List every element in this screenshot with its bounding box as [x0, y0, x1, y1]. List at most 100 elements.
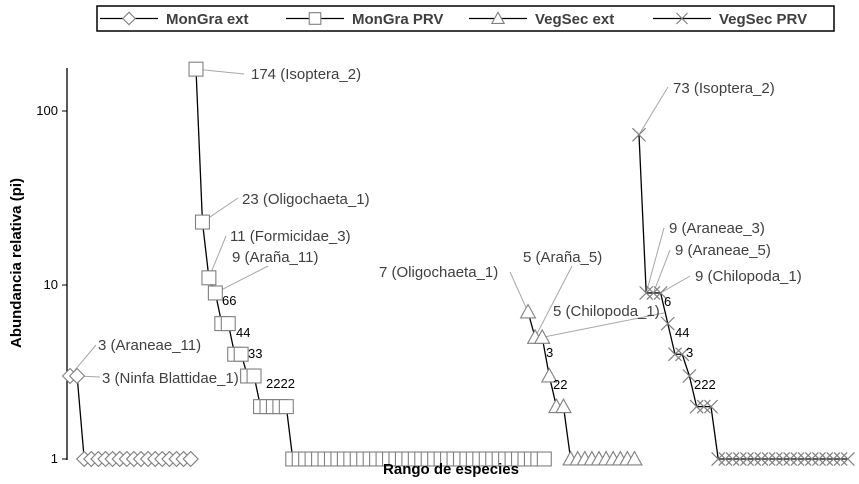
point-vegsec-ext-16 [626, 450, 643, 466]
point-vegsec-prv-16-stroke-b [739, 451, 755, 467]
point-vegsec-prv-1-stroke-b [631, 127, 647, 142]
line-vegsec-prv [638, 134, 848, 460]
y-tick-label-100: 100 [36, 103, 58, 118]
point-vegsec-prv-7-stroke-b [675, 347, 690, 362]
point-vegsec-ext-1 [519, 303, 537, 319]
point-vegsec-prv-17-stroke-b [747, 451, 762, 467]
point-vegsec-prv-29 [833, 451, 848, 467]
point-vegsec-prv-13 [718, 451, 733, 467]
point-vegsec-prv-2-stroke-b [639, 285, 654, 300]
point-mongra-ext-2 [68, 367, 86, 385]
point-vegsec-prv-2 [639, 285, 654, 300]
point-vegsec-prv-5-stroke-b [660, 316, 675, 331]
legend-box [96, 5, 835, 32]
point-vegsec-prv-15 [732, 451, 747, 467]
annotation-1: 3 (Araneae_11) [98, 337, 201, 354]
point-label-2: 44 [236, 325, 250, 340]
legend-label-mongra-ext: MonGra ext [166, 11, 249, 28]
point-mongra-prv-2 [194, 214, 210, 230]
leader-3 [195, 68, 245, 75]
point-mongra-prv-55 [536, 451, 552, 467]
annotation-3: 174 (Isoptera_2) [251, 66, 361, 83]
point-vegsec-prv-30 [840, 451, 855, 467]
leader-10 [638, 86, 669, 136]
point-vegsec-prv-3 [646, 285, 661, 300]
point-vegsec-ext-4 [540, 367, 558, 383]
legend-marker-vegsec-ext [490, 11, 506, 25]
y-axis-title: Abundancia relativa (pi) [8, 178, 25, 348]
point-vegsec-prv-8 [682, 368, 697, 384]
leader-8 [534, 265, 573, 338]
annotation-4: 23 (Oligochaeta_1) [242, 191, 370, 208]
point-vegsec-prv-23-stroke-b [790, 451, 805, 467]
leader-9 [542, 312, 665, 338]
point-vegsec-prv-17 [747, 451, 762, 467]
point-vegsec-prv-3-stroke-b [646, 285, 661, 300]
point-vegsec-prv-21 [775, 451, 791, 467]
legend-marker-vegsec-prv-stroke-b [676, 12, 688, 25]
point-label-10: 222 [694, 377, 716, 392]
point-mongra-prv-4 [207, 285, 223, 301]
point-mongra-prv-1 [188, 61, 204, 77]
point-vegsec-ext-3 [533, 328, 551, 344]
point-label-1: 66 [222, 293, 236, 308]
series-markers [61, 61, 855, 468]
point-vegsec-prv-28-stroke-b [826, 451, 841, 467]
point-vegsec-prv-19 [761, 451, 776, 467]
point-vegsec-prv-22-stroke-b [783, 451, 798, 467]
point-mongra-prv-10 [246, 368, 262, 384]
point-vegsec-prv-9-stroke-b [689, 399, 704, 414]
legend: MonGra ext MonGra PRV VegSec ext VegSec PRV [96, 5, 835, 32]
point-vegsec-prv-5 [660, 316, 675, 331]
point-vegsec-prv-26 [811, 451, 827, 467]
legend-label-vegsec-prv: VegSec PRV [719, 11, 807, 28]
point-vegsec-prv-20-stroke-b [768, 451, 783, 467]
legend-item-vegsec-prv: VegSec PRV [653, 11, 807, 28]
point-vegsec-prv-28 [826, 451, 841, 467]
y-tick-label-1: 1 [51, 451, 58, 466]
point-vegsec-prv-24-stroke-b [797, 451, 812, 467]
point-vegsec-prv-20 [768, 451, 783, 467]
point-label-9: 3 [686, 345, 693, 360]
leader-11 [645, 227, 665, 294]
legend-item-mongra-prv: MonGra PRV [286, 11, 443, 28]
annotation-labels: 3 (Araneae_11)3 (Ninfa Blattidae_1)174 (… [98, 66, 802, 392]
point-label-4: 2222 [266, 376, 295, 391]
legend-label-vegsec-ext: VegSec ext [535, 11, 614, 28]
point-vegsec-prv-12 [711, 451, 726, 467]
point-vegsec-prv-26-stroke-b [811, 451, 827, 467]
annotation-13: 9 (Chilopoda_1) [695, 268, 802, 285]
legend-label-mongra-prv: MonGra PRV [352, 11, 443, 28]
point-vegsec-prv-25-stroke-b [804, 451, 819, 467]
annotation-12: 9 (Araneae_5) [675, 242, 771, 259]
point-vegsec-prv-18 [754, 451, 769, 467]
point-vegsec-prv-29-stroke-b [833, 451, 848, 467]
point-vegsec-prv-10 [696, 399, 711, 414]
x-axis-title: Rango de especies [383, 461, 519, 478]
point-vegsec-prv-14-stroke-b [725, 451, 740, 467]
point-vegsec-prv-30-stroke-b [840, 451, 855, 467]
point-mongra-ext-18 [182, 450, 199, 468]
point-vegsec-prv-11 [703, 399, 719, 414]
point-mongra-prv-15 [278, 399, 294, 415]
point-vegsec-prv-24 [797, 451, 812, 467]
annotation-8: 5 (Araña_5) [523, 249, 602, 266]
point-vegsec-prv-23 [790, 451, 805, 467]
point-vegsec-prv-7 [675, 347, 690, 362]
legend-marker-mongra-prv [308, 12, 322, 25]
point-vegsec-prv-4-stroke-b [653, 285, 668, 300]
point-label-5: 3 [546, 345, 553, 360]
point-vegsec-prv-22 [783, 451, 798, 467]
leader-12 [652, 249, 671, 294]
point-vegsec-prv-8-stroke-b [682, 368, 697, 384]
point-vegsec-prv-25 [804, 451, 819, 467]
point-label-7: 6 [664, 294, 671, 309]
point-vegsec-prv-27 [819, 451, 834, 467]
point-vegsec-prv-11-stroke-b [703, 399, 719, 414]
point-vegsec-prv-1 [631, 127, 647, 142]
point-vegsec-prv-12-stroke-b [711, 451, 726, 467]
leader-7 [509, 271, 529, 313]
point-vegsec-ext-6 [555, 398, 572, 414]
point-label-6: 22 [553, 377, 567, 392]
